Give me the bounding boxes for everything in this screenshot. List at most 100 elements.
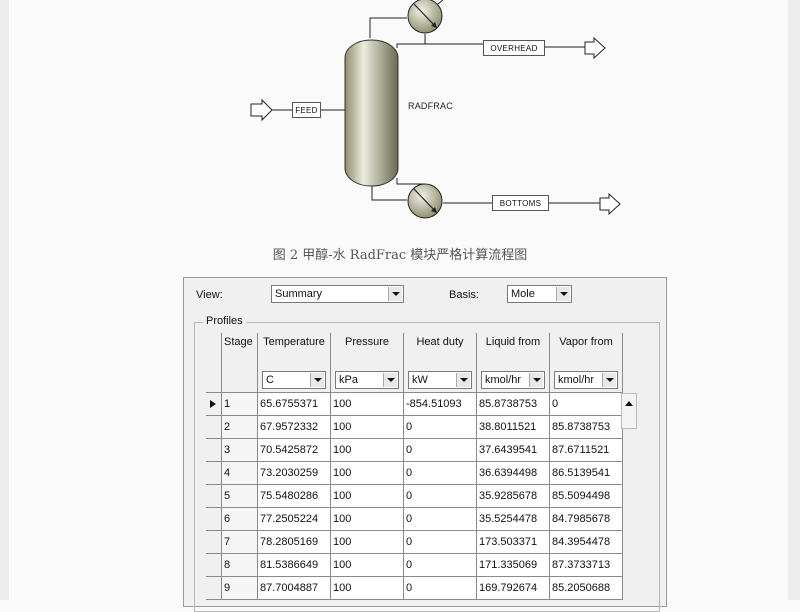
unit-select-temperature[interactable]: C	[262, 371, 326, 389]
view-select[interactable]: Summary	[271, 285, 404, 303]
table-cell[interactable]: 100	[331, 485, 404, 508]
right-border	[788, 0, 800, 600]
table-cell[interactable]: 100	[331, 577, 404, 600]
table-cell[interactable]: 171.335069	[477, 554, 550, 577]
table-cell[interactable]: 0	[404, 508, 477, 531]
grid-scrollbar[interactable]	[621, 393, 637, 429]
table-cell[interactable]: 35.9285678	[477, 485, 550, 508]
table-cell[interactable]: 0	[404, 462, 477, 485]
chevron-down-icon[interactable]	[383, 373, 397, 387]
unit-value: kW	[412, 374, 428, 386]
basis-label: Basis:	[449, 289, 479, 301]
column-header-label: Stage	[224, 336, 253, 348]
view-label: View:	[196, 289, 223, 301]
table-cell[interactable]: 70.5425872	[258, 439, 331, 462]
table-cell[interactable]: 169.792674	[477, 577, 550, 600]
unit-select-vapor-from[interactable]: kmol/hr	[554, 371, 618, 389]
process-flowsheet: FEED OVERHEAD BOTTOMS RADFRAC	[0, 0, 800, 235]
table-cell[interactable]: 35.5254478	[477, 508, 550, 531]
table-cell[interactable]: 75.5480286	[258, 485, 331, 508]
chevron-down-icon[interactable]	[388, 287, 402, 301]
table-cell[interactable]: 100	[331, 462, 404, 485]
row-selector[interactable]	[206, 439, 222, 462]
table-cell[interactable]: 100	[331, 416, 404, 439]
table-cell[interactable]: 5	[222, 485, 258, 508]
row-selector[interactable]	[206, 485, 222, 508]
table-cell[interactable]: 100	[331, 393, 404, 416]
unit-value: kPa	[339, 374, 358, 386]
scroll-up-icon[interactable]	[625, 401, 633, 406]
table-cell[interactable]: 8	[222, 554, 258, 577]
table-cell[interactable]: 87.3733713	[550, 554, 623, 577]
table-cell[interactable]: 84.7985678	[550, 508, 623, 531]
row-selector[interactable]	[206, 554, 222, 577]
table-cell[interactable]: 87.6711521	[550, 439, 623, 462]
unit-select-pressure[interactable]: kPa	[335, 371, 399, 389]
table-cell[interactable]: 0	[404, 531, 477, 554]
table-cell[interactable]: 37.6439541	[477, 439, 550, 462]
table-cell[interactable]: 100	[331, 531, 404, 554]
table-cell[interactable]: 100	[331, 554, 404, 577]
stream-label-bottoms[interactable]: BOTTOMS	[492, 195, 549, 211]
table-cell[interactable]: 81.5386649	[258, 554, 331, 577]
block-label-radfrac[interactable]: RADFRAC	[408, 101, 453, 111]
basis-select[interactable]: Mole	[507, 285, 572, 303]
table-cell[interactable]: 173.503371	[477, 531, 550, 554]
table-cell[interactable]: 2	[222, 416, 258, 439]
column-header-pressure: Pressure kPa	[331, 333, 404, 393]
column-header-label: Pressure	[344, 336, 390, 348]
chevron-down-icon[interactable]	[602, 373, 616, 387]
table-cell[interactable]: 85.2050688	[550, 577, 623, 600]
table-cell[interactable]: -854.51093	[404, 393, 477, 416]
table-cell[interactable]: 3	[222, 439, 258, 462]
table-cell[interactable]: 77.2505224	[258, 508, 331, 531]
table-cell[interactable]: 0	[550, 393, 623, 416]
table-cell[interactable]: 4	[222, 462, 258, 485]
figure-caption: 图 2 甲醇-水 RadFrac 模块严格计算流程图	[272, 248, 528, 263]
row-selector[interactable]	[206, 577, 222, 600]
table-cell[interactable]: 87.7004887	[258, 577, 331, 600]
table-cell[interactable]: 0	[404, 485, 477, 508]
chevron-down-icon[interactable]	[310, 373, 324, 387]
table-cell[interactable]: 36.6394498	[477, 462, 550, 485]
table-cell[interactable]: 85.5094498	[550, 485, 623, 508]
row-selector[interactable]	[206, 416, 222, 439]
reboiler-icon	[407, 183, 443, 219]
table-cell[interactable]: 65.6755371	[258, 393, 331, 416]
row-selector[interactable]	[206, 508, 222, 531]
stream-label-feed[interactable]: FEED	[292, 102, 321, 118]
left-border	[0, 0, 9, 600]
chevron-down-icon[interactable]	[456, 373, 470, 387]
table-cell[interactable]: 0	[404, 577, 477, 600]
chevron-down-icon[interactable]	[556, 287, 570, 301]
table-cell[interactable]: 38.8011521	[477, 416, 550, 439]
row-selector[interactable]	[206, 462, 222, 485]
unit-value: kmol/hr	[558, 374, 595, 386]
unit-select-heat-duty[interactable]: kW	[408, 371, 472, 389]
row-selector[interactable]	[206, 531, 222, 554]
table-cell[interactable]: 84.3954478	[550, 531, 623, 554]
table-cell[interactable]: 9	[222, 577, 258, 600]
table-cell[interactable]: 0	[404, 554, 477, 577]
table-cell[interactable]: 78.2805169	[258, 531, 331, 554]
table-cell[interactable]: 1	[222, 393, 258, 416]
table-cell[interactable]: 6	[222, 508, 258, 531]
table-cell[interactable]: 0	[404, 416, 477, 439]
row-selector[interactable]	[206, 393, 222, 416]
table-cell[interactable]: 100	[331, 508, 404, 531]
column-header-liquid-from: Liquid from kmol/hr	[477, 333, 550, 393]
table-cell[interactable]: 67.9572332	[258, 416, 331, 439]
profiles-title: Profiles	[203, 315, 246, 327]
stream-label-overhead[interactable]: OVERHEAD	[483, 40, 545, 56]
basis-select-value: Mole	[511, 288, 535, 300]
table-cell[interactable]: 0	[404, 439, 477, 462]
chevron-down-icon[interactable]	[529, 373, 543, 387]
table-cell[interactable]: 73.2030259	[258, 462, 331, 485]
table-cell[interactable]: 85.8738753	[477, 393, 550, 416]
distillation-column-icon	[344, 39, 399, 187]
table-cell[interactable]: 7	[222, 531, 258, 554]
table-cell[interactable]: 85.8738753	[550, 416, 623, 439]
table-cell[interactable]: 86.5139541	[550, 462, 623, 485]
unit-select-liquid-from[interactable]: kmol/hr	[481, 371, 545, 389]
table-cell[interactable]: 100	[331, 439, 404, 462]
